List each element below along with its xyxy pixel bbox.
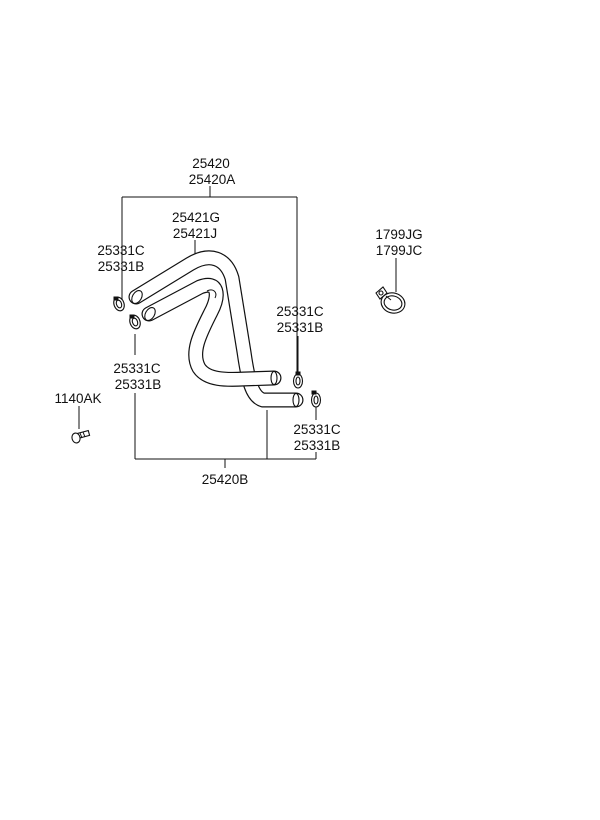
label-clip-1799jg: 1799JG [375, 227, 422, 242]
label-clamp-right-top-25331b: 25331B [277, 320, 324, 335]
clip-part [375, 286, 406, 314]
hose-clamp-right-bottom [310, 390, 322, 408]
label-clip-1799jc: 1799JC [376, 243, 423, 258]
label-hose-assembly-25420b: 25420B [202, 472, 249, 487]
label-clamp-right-bottom-25331c: 25331C [293, 422, 341, 437]
label-hose-assembly-25420a: 25420A [189, 172, 236, 187]
label-clamp-left-bottom-25331b: 25331B [115, 377, 162, 392]
hose-clamp-left-bottom [129, 314, 141, 330]
part-labels: 25420 25420A 25421G 25421J 25331C 25331B… [54, 156, 422, 487]
hose-clamp-left-top [113, 296, 125, 312]
label-clamp-left-bottom-25331c: 25331C [113, 361, 161, 376]
heater-hose-assembly [128, 250, 304, 408]
label-clamp-left-top-25331b: 25331B [98, 259, 145, 274]
hose-end-lower-left [144, 306, 156, 322]
label-inner-hose-25421j: 25421J [173, 226, 217, 241]
bolt-part [71, 429, 91, 444]
hose-end-upper-left [131, 289, 143, 305]
label-clamp-left-top-25331c: 25331C [97, 243, 145, 258]
hose-end-lower-right [292, 392, 300, 408]
hose-end-mid-right [270, 370, 278, 386]
hose-clamp-right-middle [292, 371, 304, 389]
label-hose-assembly-25420: 25420 [192, 156, 230, 171]
label-clamp-right-top-25331c: 25331C [276, 304, 324, 319]
label-clamp-right-bottom-25331b: 25331B [294, 438, 341, 453]
label-bolt-1140ak: 1140AK [54, 391, 101, 406]
label-inner-hose-25421g: 25421G [172, 210, 220, 225]
